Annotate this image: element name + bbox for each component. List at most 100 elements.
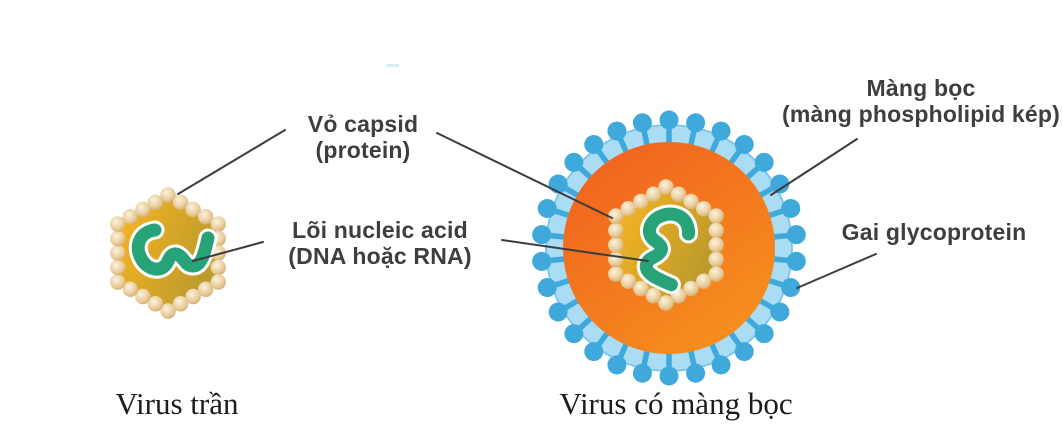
capsomere-bead: [197, 209, 214, 225]
capsomere-bead: [122, 209, 139, 225]
capsomere-bead: [172, 296, 189, 312]
spike-head: [659, 110, 679, 130]
spike-head: [632, 113, 652, 133]
capsomere-bead: [708, 208, 724, 224]
nucleic-acid: [128, 220, 218, 279]
capsomere-bead: [645, 186, 662, 202]
capsomere-bead: [197, 281, 214, 297]
capsomere-bead: [147, 296, 164, 312]
capsomere-bead: [210, 216, 226, 232]
capsomere-bead: [708, 266, 724, 282]
pointer-capsid-to-naked-virus: [177, 129, 286, 195]
capsomere-bead: [608, 251, 624, 268]
glycoprotein-spike: [771, 225, 806, 245]
caption-enveloped-virus: Virus có màng bọc: [559, 386, 793, 421]
glycoprotein-spike: [632, 348, 652, 383]
spike-head: [584, 134, 604, 154]
capsomere-bead: [122, 281, 139, 297]
capsomere-bead: [210, 259, 226, 276]
spike-head: [686, 113, 706, 133]
nucleic-acid: [636, 204, 698, 295]
glycoprotein-spike: [756, 297, 790, 322]
capsomere-bead: [708, 251, 724, 268]
spike-head: [686, 363, 706, 383]
capsomere-bead: [210, 274, 226, 290]
capsomere-bead: [695, 273, 712, 289]
glycoprotein-spike: [537, 198, 572, 219]
capsomere-bead: [110, 216, 126, 232]
capsomere-bead: [683, 193, 699, 210]
glycoprotein-spike: [537, 277, 572, 298]
glycoprotein-spike: [584, 134, 611, 167]
capsomere-bead: [620, 201, 637, 217]
glycoprotein-spike: [708, 121, 731, 156]
spike-head: [781, 278, 801, 298]
capsomere-bead: [160, 187, 176, 203]
pointer-envelope-to-membrane: [770, 138, 858, 196]
capsomere-bead: [110, 230, 126, 247]
glycoprotein-spikes: [532, 110, 806, 386]
capsomere-bead: [708, 237, 724, 253]
label-capsid: Vỏ capsid (protein): [308, 111, 418, 163]
spike-head: [564, 152, 584, 172]
glycoprotein-spike: [766, 277, 801, 298]
label-glycoprotein-spike-text: Gai glycoprotein: [841, 219, 1027, 245]
capsomere-bead: [708, 222, 724, 239]
spike-head: [607, 121, 627, 141]
spike-head: [532, 225, 552, 245]
glycoprotein-spike: [607, 121, 630, 156]
label-nucleic-core-line1: Lõi nucleic acid: [292, 217, 468, 243]
glycoprotein-spike: [659, 110, 679, 145]
spike-head: [734, 342, 754, 362]
capsomere-bead: [658, 179, 674, 195]
spike-head: [564, 324, 584, 344]
capsomere-beads: [608, 179, 724, 311]
label-envelope-line1: Màng bọc: [866, 75, 976, 101]
capsomere-bead: [608, 208, 624, 224]
glycoprotein-spike: [548, 297, 582, 322]
spike-head: [537, 198, 557, 218]
capsomere-bead: [608, 222, 624, 239]
glycoprotein-spike: [686, 348, 706, 383]
pointer-core-to-enveloped-virus: [501, 239, 649, 262]
label-capsid-line2: (protein): [315, 137, 411, 163]
label-nucleic-core: Lõi nucleic acid(DNA hoặc RNA): [288, 217, 471, 269]
capsomere-bead: [110, 259, 126, 276]
stray-mark: [386, 64, 399, 67]
glycoprotein-spike: [743, 152, 774, 182]
capsomere-bead: [695, 201, 712, 217]
spike-head: [754, 324, 774, 344]
capsomere-bead: [633, 193, 649, 210]
capsomere-bead: [608, 266, 624, 282]
capsomere-bead: [135, 288, 151, 305]
glycoprotein-spike: [564, 152, 595, 182]
glycoprotein-spike: [584, 329, 611, 362]
nucleic-acid-strand: [131, 223, 215, 276]
caption-naked-virus: Virus trần: [115, 386, 239, 421]
capsomere-bead: [620, 273, 637, 289]
glycoprotein-spike: [766, 198, 801, 219]
capsomere-bead: [110, 245, 126, 261]
glycoprotein-spike: [532, 225, 567, 245]
spike-head: [584, 342, 604, 362]
label-nucleic-core-line2: (DNA hoặc RNA): [288, 243, 472, 269]
spike-head: [607, 355, 627, 375]
spike-head: [548, 302, 568, 322]
capsomere-bead: [185, 201, 201, 218]
glycoprotein-spike: [727, 134, 754, 167]
capsomere-bead: [670, 186, 687, 202]
capsomere-bead: [172, 194, 189, 210]
spike-head: [532, 251, 552, 271]
spike-head: [632, 363, 652, 383]
glycoprotein-spike: [771, 251, 806, 271]
glycoprotein-spike: [632, 113, 652, 148]
glycoprotein-spike: [756, 174, 790, 199]
glycoprotein-spike: [727, 329, 754, 362]
spike-head: [734, 134, 754, 154]
spike-head: [770, 302, 790, 322]
pointer-core-to-naked-virus: [192, 241, 264, 262]
pointer-capsid-to-enveloped-virus: [436, 132, 613, 219]
glycoprotein-spike: [686, 113, 706, 148]
spike-head: [781, 198, 801, 218]
